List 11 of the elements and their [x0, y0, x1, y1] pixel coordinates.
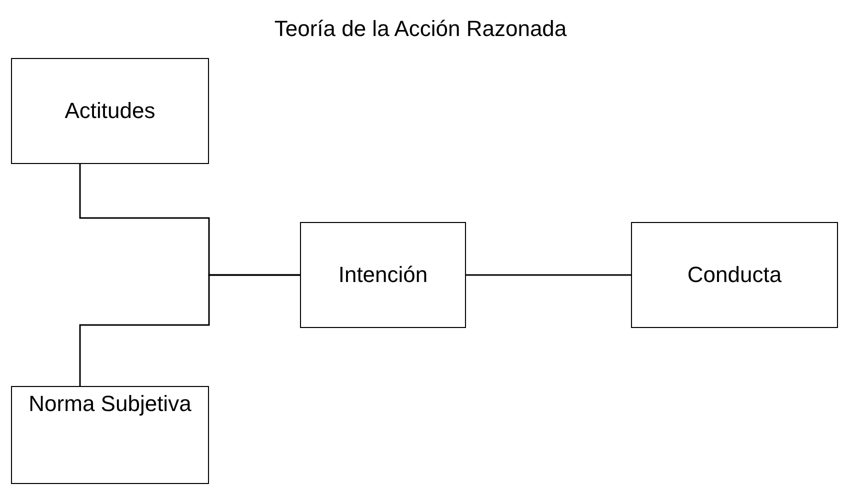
connector-line [466, 274, 631, 276]
box-label: Intención [338, 261, 428, 289]
concept-box [11, 386, 209, 484]
connector-line [79, 274, 300, 386]
box-label: Conducta [687, 261, 782, 289]
box-label: Actitudes [64, 97, 156, 125]
concept-box [631, 222, 838, 328]
diagram-title: Teoría de la Acción Razonada [273, 16, 568, 42]
box-label: Norma Subjetiva [28, 390, 192, 418]
concept-box [300, 222, 466, 328]
concept-box [11, 58, 209, 164]
